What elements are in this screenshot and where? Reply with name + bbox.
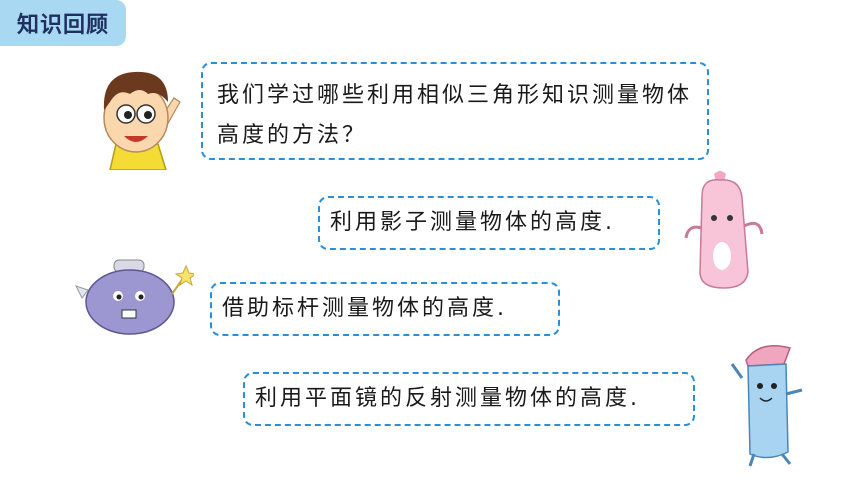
section-title: 知识回顾	[16, 13, 109, 38]
boy-character-icon	[103, 71, 181, 170]
section-tag: 知识回顾	[0, 0, 126, 46]
purple-creature-character-icon	[75, 259, 194, 335]
answer-bubble-mirror: 利用平面镜的反射测量物体的高度.	[243, 372, 695, 426]
answer-pole-text: 借助标杆测量物体的高度.	[222, 296, 507, 321]
blue-pencil-character-icon	[730, 345, 803, 467]
answer-mirror-text: 利用平面镜的反射测量物体的高度.	[255, 386, 640, 411]
pink-blob-character-icon	[684, 171, 764, 289]
answer-bubble-shadow: 利用影子测量物体的高度.	[318, 196, 660, 250]
answer-bubble-pole: 借助标杆测量物体的高度.	[210, 282, 560, 336]
question-bubble: 我们学过哪些利用相似三角形知识测量物体高度的方法？	[201, 62, 709, 160]
question-text: 我们学过哪些利用相似三角形知识测量物体高度的方法？	[217, 83, 693, 148]
answer-shadow-text: 利用影子测量物体的高度.	[330, 210, 615, 235]
